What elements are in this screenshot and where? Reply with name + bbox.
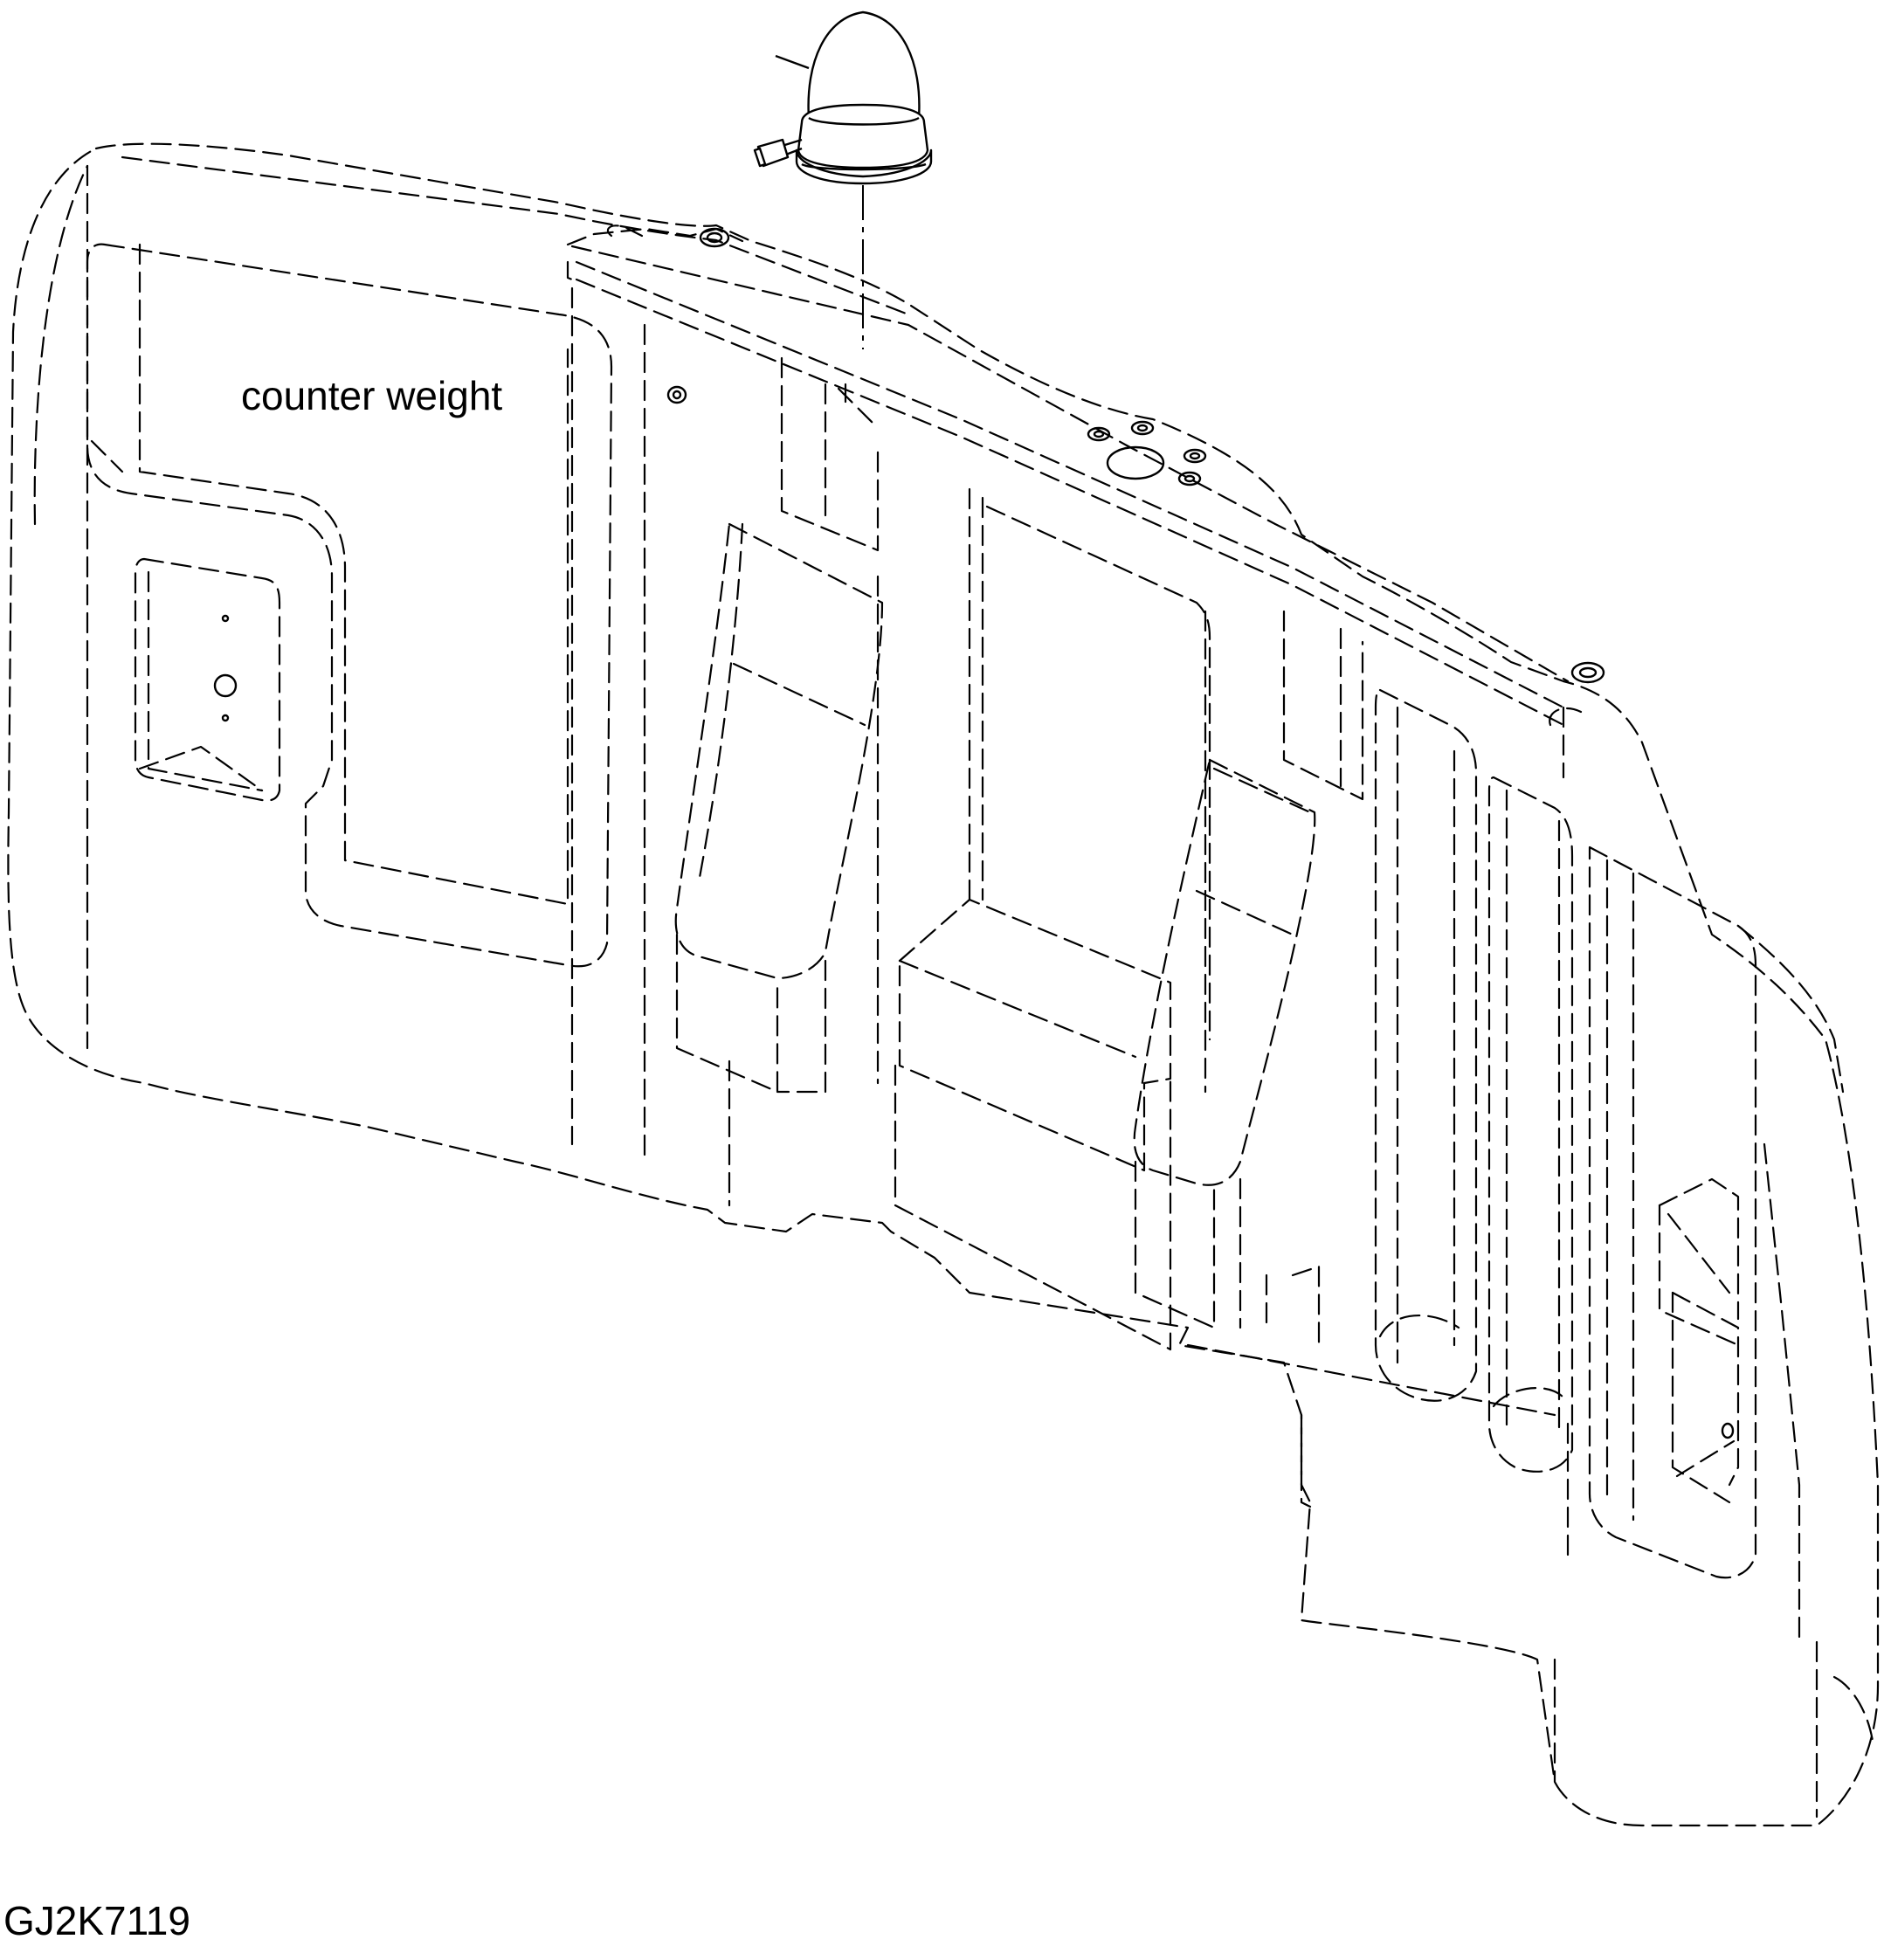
beacon-mount-holes bbox=[1087, 420, 1207, 487]
left-pocket bbox=[134, 557, 281, 802]
right-ribs bbox=[1374, 688, 1757, 1579]
mounting-hole-left bbox=[699, 227, 730, 248]
drawing-code-label: GJ2K7119 bbox=[3, 1898, 190, 1943]
center-block bbox=[898, 898, 1172, 1172]
counterweight-outline bbox=[7, 142, 1880, 1827]
counterweight-body bbox=[7, 142, 1880, 1827]
part-name-label: counter weight bbox=[241, 373, 503, 418]
mounting-hole-right bbox=[1570, 661, 1605, 684]
rotating-beacon-icon bbox=[753, 10, 933, 185]
left-recess-panel bbox=[86, 243, 613, 968]
right-leg bbox=[1133, 758, 1316, 1186]
left-leg bbox=[674, 522, 884, 980]
